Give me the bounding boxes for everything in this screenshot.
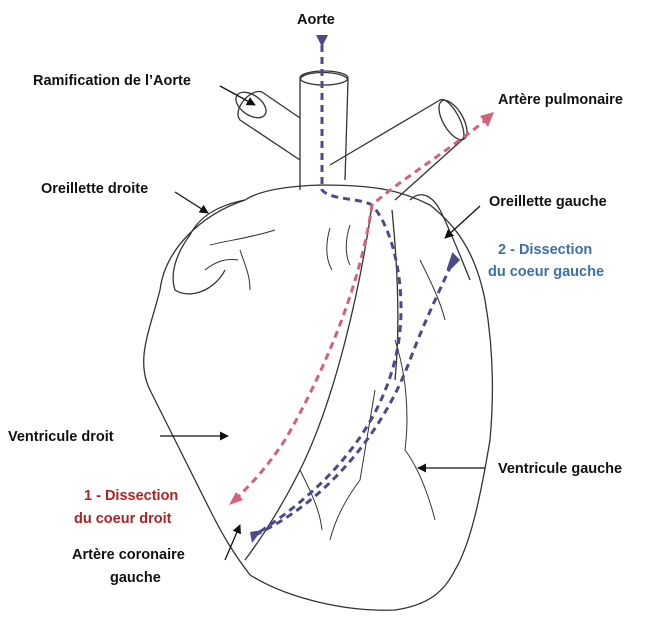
label-dissection-droit-line2: du coeur droit [74,510,171,528]
label-artere-pulmonaire: Artère pulmonaire [498,91,623,109]
label-ventricule-gauche: Ventricule gauche [498,460,622,478]
right-dissection-arrowhead [229,492,243,505]
label-oreillette-droite: Oreillette droite [41,180,148,198]
aorta [300,73,348,191]
label-ramification-aorte: Ramification de l’Aorte [33,72,191,90]
label-artere-coronaire-line2: gauche [110,569,161,587]
aorta-branch [238,92,300,160]
label-artere-coronaire-line1: Artère coronaire [72,546,185,564]
pulmonary-arrowhead [480,112,494,127]
aorte-arrowhead [316,35,328,47]
label-dissection-gauche-line2: du coeur gauche [488,263,604,281]
septum [245,205,372,560]
heart-outline [144,71,493,610]
label-ventricule-droit: Ventricule droit [8,428,114,446]
left-dissection-arrowhead-top [448,255,458,270]
left-dissection-arrowhead-bottom [250,530,262,543]
label-dissection-gauche-line1: 2 - Dissection [498,241,592,259]
label-oreillette-gauche: Oreillette gauche [489,193,607,211]
heart-body [144,185,493,610]
right-dissection-path [235,118,488,500]
right-atrium [173,200,245,294]
label-dissection-droit-line1: 1 - Dissection [84,487,178,505]
label-aorte: Aorte [297,11,335,29]
